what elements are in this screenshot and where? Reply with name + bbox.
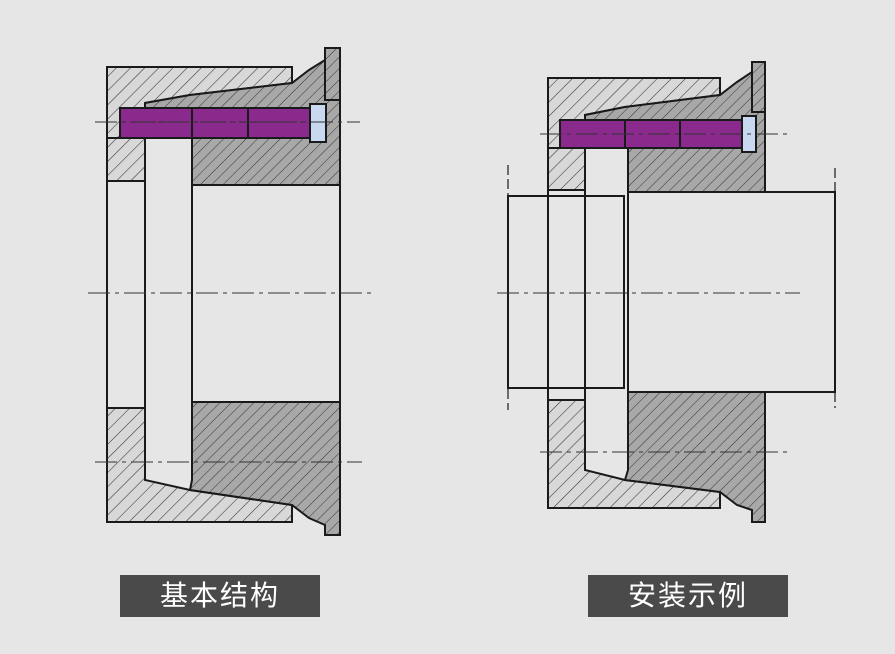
bolt-head [309,103,327,143]
inner-ring-bottom-r [623,391,766,523]
bolt-body [119,107,311,139]
outer-ring-top-lower-r [547,147,586,191]
flange-top-r [751,61,766,113]
caption-installation-example: 安装示例 [588,575,788,617]
flange-top [324,47,341,101]
left-drawing [88,47,372,536]
outer-ring-top-lower [106,137,146,182]
shaft-right [627,191,836,393]
inner-ring-bottom [188,401,341,536]
caption-basic-structure: 基本结构 [120,575,320,617]
right-drawing [497,61,836,523]
shaft-left [507,195,625,389]
